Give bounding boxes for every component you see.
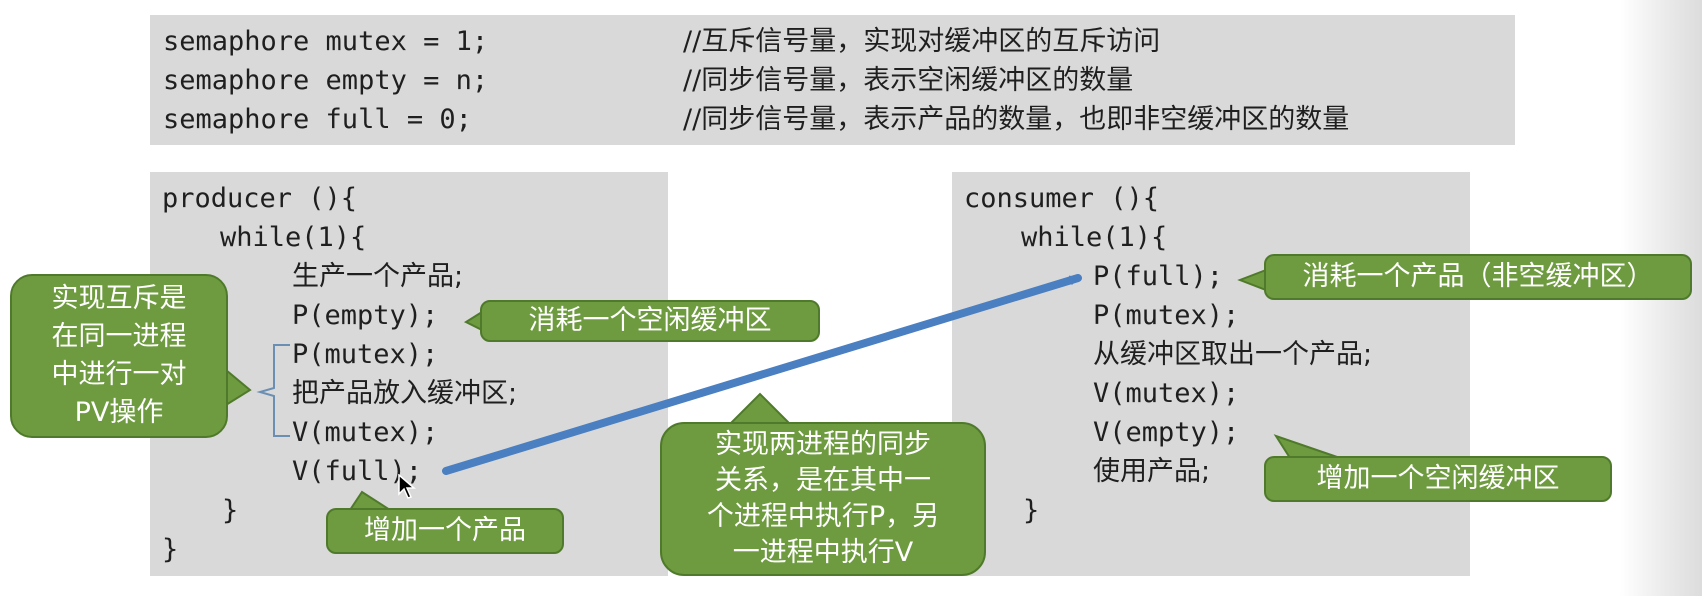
consume-product-text: 消耗一个产品（非空缓冲区）: [1302, 261, 1654, 292]
mutex-note-line-4: PV操作: [74, 397, 164, 428]
sync-note-pointer: [727, 392, 793, 425]
producer-line-put: 把产品放入缓冲区;: [292, 378, 518, 409]
decl-line-1-code: semaphore mutex = 1;: [163, 26, 489, 57]
consumer-line-p-mutex: P(mutex);: [1093, 300, 1240, 331]
consume-product-pointer: [1237, 268, 1267, 292]
producer-while: while(1){: [220, 222, 367, 253]
producer-line-v-mutex: V(mutex);: [292, 417, 439, 448]
decl-line-3-code: semaphore full = 0;: [163, 104, 472, 135]
add-empty-text: 增加一个空闲缓冲区: [1316, 463, 1560, 494]
mutex-note-line-1: 实现互斥是: [51, 283, 187, 314]
mutex-note-callout: 实现互斥是 在同一进程 中进行一对 PV操作: [10, 274, 228, 438]
add-product-text: 增加一个产品: [364, 515, 526, 546]
mutex-bracket: [256, 344, 290, 437]
consumer-line-v-mutex: V(mutex);: [1093, 378, 1240, 409]
mouse-cursor-icon: [398, 474, 416, 499]
producer-line-produce: 生产一个产品;: [292, 261, 464, 292]
add-empty-callout: 增加一个空闲缓冲区: [1264, 456, 1612, 502]
declarations-box: [150, 15, 1515, 145]
mutex-note-pointer: [225, 367, 252, 407]
sync-note-line-1: 实现两进程的同步: [715, 429, 931, 460]
consumer-box: [952, 172, 1470, 576]
add-product-callout: 增加一个产品: [326, 508, 564, 554]
sync-note-callout: 实现两进程的同步 关系，是在其中一 个进程中执行P，另 一进程中执行V: [660, 422, 986, 576]
consumer-line-p-full: P(full);: [1093, 261, 1224, 292]
decl-line-1-comment: //互斥信号量，实现对缓冲区的互斥访问: [683, 26, 1161, 57]
decl-line-2-comment: //同步信号量，表示空闲缓冲区的数量: [683, 65, 1134, 96]
producer-line-p-mutex: P(mutex);: [292, 339, 439, 370]
consumer-line-v-empty: V(empty);: [1093, 417, 1240, 448]
mutex-note-line-2: 在同一进程: [51, 321, 187, 352]
mutex-note-line-3: 中进行一对: [51, 359, 187, 390]
producer-close-fn: }: [162, 534, 179, 565]
consumer-line-use: 使用产品;: [1093, 456, 1211, 487]
producer-header: producer (){: [162, 183, 358, 214]
decl-line-2-code: semaphore empty = n;: [163, 65, 489, 96]
producer-close-loop: }: [222, 495, 239, 526]
sync-note-line-2: 关系，是在其中一: [715, 465, 931, 496]
consumer-header: consumer (){: [964, 183, 1160, 214]
consumer-close-loop: }: [1023, 495, 1040, 526]
producer-line-p-empty: P(empty);: [292, 300, 439, 331]
consumer-line-take: 从缓冲区取出一个产品;: [1093, 339, 1373, 370]
sync-arrow: [442, 274, 1082, 475]
consume-empty-callout: 消耗一个空闲缓冲区: [480, 300, 820, 342]
consumer-while: while(1){: [1021, 222, 1168, 253]
consume-product-callout: 消耗一个产品（非空缓冲区）: [1264, 254, 1692, 300]
decl-line-3-comment: //同步信号量，表示产品的数量，也即非空缓冲区的数量: [683, 104, 1350, 135]
add-empty-pointer: [1273, 434, 1341, 459]
consume-empty-text: 消耗一个空闲缓冲区: [528, 305, 772, 336]
sync-note-line-4: 一进程中执行V: [732, 537, 914, 568]
sync-note-line-3: 个进程中执行P，另: [706, 501, 940, 532]
